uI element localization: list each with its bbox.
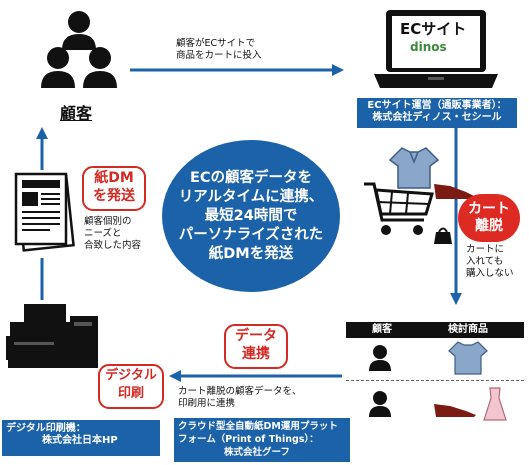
table-row-2-customer-icon [369, 391, 391, 417]
shoes-icon [434, 184, 474, 199]
center-circle: ECの顧客データを リアルタイムに連携、 最短24時間で パーソナライズされた … [162, 140, 340, 292]
table-row-2-shoes-icon [434, 404, 476, 417]
dm-note: 顧客個別の ニーズと 合致した内容 [84, 216, 142, 251]
ec-screen-title: ECサイト [400, 20, 467, 38]
cart-exit-note: カートに 入れても 購入しない [466, 244, 514, 279]
arrow-printer-up [36, 127, 48, 300]
arrow-data-to-printer [169, 370, 342, 382]
arrow-ec-down [450, 128, 462, 305]
bag-icon [434, 227, 452, 244]
table-row-2-dress-icon [483, 387, 507, 421]
goof-box: クラウド型全自動紙DM運用プラット フォーム（Print of Things）：… [174, 418, 350, 462]
dm-send-label: 紙DM を発送 [82, 166, 146, 211]
table-row-1-shirt-icon [448, 341, 488, 375]
table-row-1-customer-icon [369, 345, 391, 371]
dinos-logo: dinos [410, 40, 447, 54]
data-link-label: データ 連携 [224, 324, 288, 369]
table-col-items: 検討商品 [448, 324, 488, 335]
table-header: 顧客 検討商品 [346, 322, 524, 338]
dm-document-icon [14, 172, 75, 252]
printer-icon [6, 304, 98, 368]
cart-exit-badge: カート 離脱 [458, 194, 520, 242]
arrow-top-text: 顧客がECサイトで 商品をカートに投入 [176, 38, 262, 61]
table-divider [346, 380, 524, 381]
arrow-customer-to-ec [130, 64, 344, 76]
customers-icon [41, 11, 117, 88]
table-col-customer: 顧客 [372, 324, 392, 335]
hp-box: デジタル印刷機： 株式会社日本HP [2, 420, 160, 456]
laptop-icon [374, 10, 498, 88]
customer-label: 顧客 [60, 104, 93, 123]
cart-icon [364, 182, 434, 235]
clothes-icon [388, 147, 440, 189]
arrow-bottom-text: カート離脱の顧客データを、 印刷用に連携 [178, 386, 302, 409]
ec-operator-box: ECサイト運営（通販事業者）： 株式会社ディノス・セシール [357, 98, 517, 128]
digital-print-label: デジタル 印刷 [98, 364, 164, 409]
